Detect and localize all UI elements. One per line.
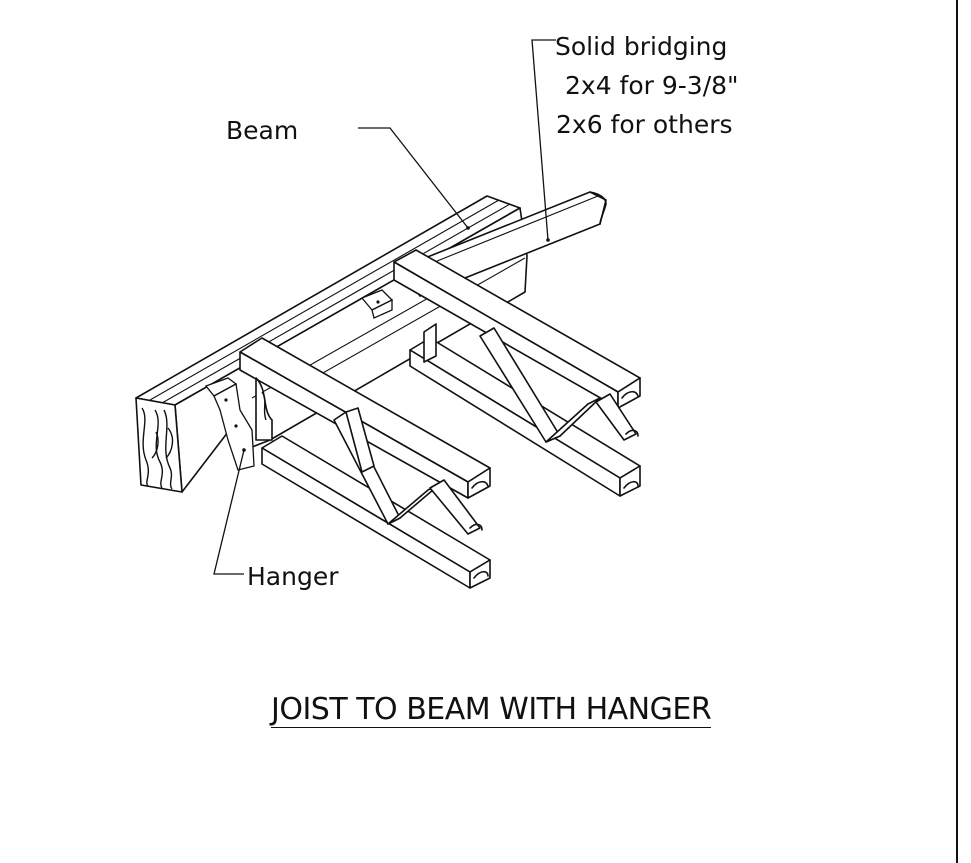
solid-bridging-label: Solid bridging <box>555 32 728 61</box>
beam-leader <box>358 127 469 229</box>
beam-label: Beam <box>226 116 299 145</box>
solid-bridging-line2: 2x6 for others <box>556 110 733 139</box>
solid-bridging-leader <box>531 39 556 241</box>
hanger-leader <box>213 449 245 575</box>
solid-bridging-line1: 2x4 for 9-3/8" <box>565 71 739 100</box>
back-joist <box>393 249 641 497</box>
drawing-caption: JOIST TO BEAM WITH HANGER <box>271 692 712 728</box>
front-joist <box>239 337 491 589</box>
hanger-label: Hanger <box>247 562 339 591</box>
back-hanger <box>360 289 394 319</box>
